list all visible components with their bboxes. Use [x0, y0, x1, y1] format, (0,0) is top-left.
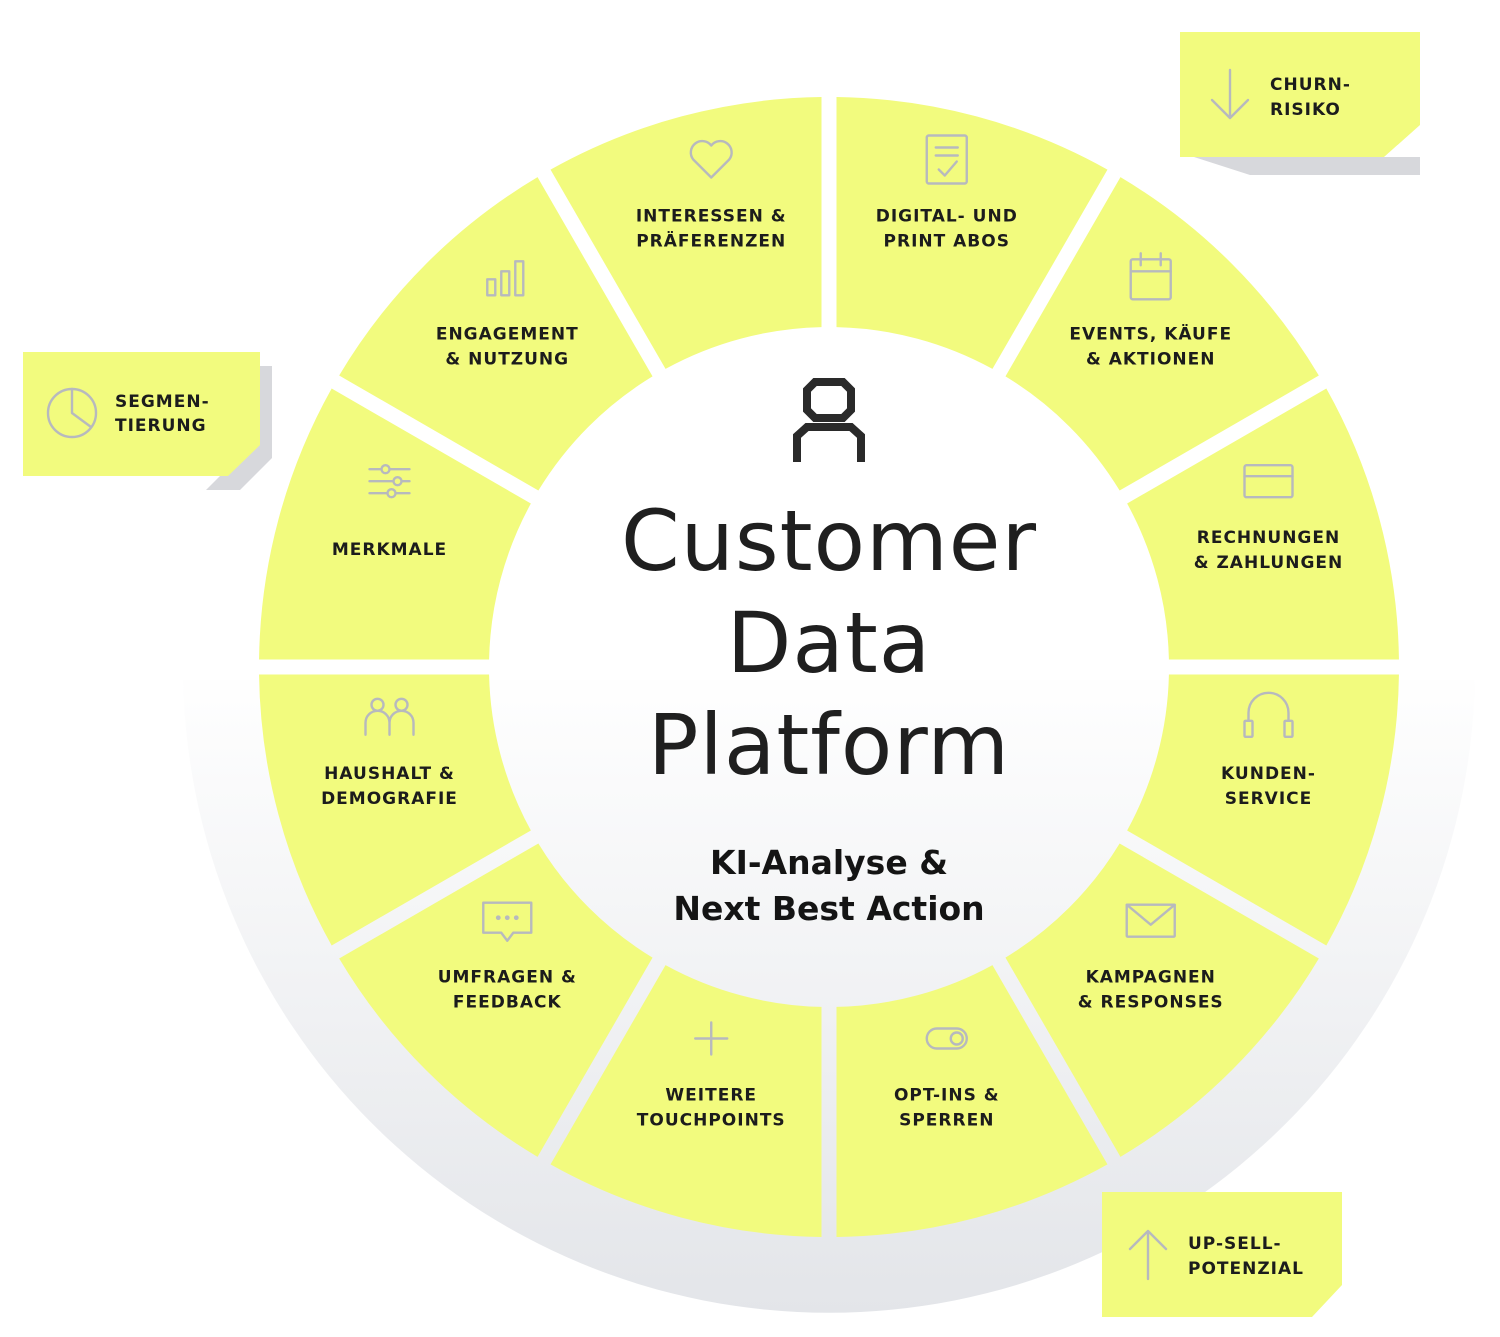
segment-ring: DIGITAL- UND PRINT ABOS EVENTS, KÄUFE & AKT… — [259, 97, 1399, 1237]
segment-9-label-line-2: DEMOGRAFIE — [321, 789, 458, 809]
toggle-icon — [925, 1027, 968, 1050]
center-title-line-1: Customer — [621, 492, 1037, 590]
segment-8 — [339, 843, 653, 1157]
center-subtitle-line-1: KI-Analyse & — [710, 843, 948, 882]
segment-2 — [1005, 177, 1319, 491]
plus-icon — [694, 1021, 729, 1056]
segment-11 — [339, 177, 653, 491]
note-segmentierung: SEGMEN- TIERUNG — [23, 352, 272, 490]
note-upsell: UP-SELL- POTENZIAL — [1102, 1192, 1342, 1317]
arrow-down-icon — [1210, 68, 1250, 120]
heart-icon — [689, 139, 733, 179]
segment-3-label-line-1: RECHNUNGEN — [1197, 528, 1340, 548]
segment-8-label-line-1: UMFRAGEN & — [438, 968, 577, 988]
segment-7-label-line-2: TOUCHPOINTS — [637, 1110, 786, 1130]
segment-6-label-line-2: SPERREN — [899, 1110, 994, 1130]
segment-3-label-line-2: & ZAHLUNGEN — [1194, 553, 1344, 573]
note-churn-line-2: RISIKO — [1270, 100, 1341, 120]
segment-12-label-line-1: INTERESSEN & — [636, 207, 787, 227]
segment-7 — [550, 965, 822, 1237]
credit-card-icon — [1243, 464, 1294, 499]
segment-5-label-line-2: & RESPONSES — [1078, 993, 1224, 1013]
pie-chart-icon — [46, 387, 98, 439]
center-title-line-2: Data — [727, 594, 932, 692]
segment-1-label-line-2: PRINT ABOS — [884, 232, 1010, 252]
segment-10-label-line-1: MERKMALE — [332, 540, 447, 560]
segment-5 — [1005, 843, 1319, 1157]
envelope-icon — [1125, 903, 1176, 938]
segment-6 — [836, 965, 1108, 1237]
center-title-line-3: Platform — [648, 696, 1010, 794]
note-upsell-line-2: POTENZIAL — [1188, 1259, 1304, 1279]
segment-4-label-line-2: SERVICE — [1225, 789, 1313, 809]
people-icon — [364, 697, 415, 736]
arrow-up-icon — [1128, 1229, 1168, 1281]
sliders-icon — [368, 464, 411, 499]
center-subtitle-line-2: Next Best Action — [673, 889, 984, 928]
segment-9 — [259, 674, 531, 946]
segment-8-label-line-2: FEEDBACK — [453, 993, 562, 1013]
headphones-icon — [1243, 691, 1294, 738]
note-segmentierung-line-2: TIERUNG — [115, 416, 207, 436]
segment-4-label-line-1: KUNDEN- — [1221, 764, 1316, 784]
segment-3 — [1127, 388, 1399, 660]
segment-1 — [836, 97, 1108, 369]
segment-10 — [259, 388, 531, 660]
note-upsell-line-1: UP-SELL- — [1188, 1234, 1282, 1254]
segment-2-label-line-1: EVENTS, KÄUFE — [1069, 322, 1232, 344]
calendar-icon — [1129, 252, 1172, 301]
segment-12 — [550, 97, 822, 369]
segment-4 — [1127, 674, 1399, 946]
note-churn: CHURN- RISIKO — [1180, 32, 1420, 175]
segment-5-label-line-1: KAMPAGNEN — [1086, 968, 1216, 988]
segment-12-label-line-2: PRÄFERENZEN — [636, 230, 786, 252]
document-check-icon — [925, 134, 968, 185]
segment-11-label-line-1: ENGAGEMENT — [436, 324, 579, 344]
user-icon — [793, 378, 865, 462]
segment-6-label-line-1: OPT-INS & — [894, 1085, 1000, 1105]
bar-chart-icon — [486, 260, 525, 297]
segment-9-label-line-1: HAUSHALT & — [324, 764, 455, 784]
segment-11-label-line-2: & NUTZUNG — [445, 349, 569, 369]
note-churn-line-1: CHURN- — [1270, 75, 1351, 95]
segment-1-label-line-1: DIGITAL- UND — [876, 207, 1018, 227]
segment-7-label-line-1: WEITERE — [665, 1085, 757, 1105]
note-segmentierung-line-1: SEGMEN- — [115, 392, 210, 412]
segment-2-label-line-2: & AKTIONEN — [1086, 349, 1216, 369]
chat-bubble-icon — [482, 901, 533, 942]
